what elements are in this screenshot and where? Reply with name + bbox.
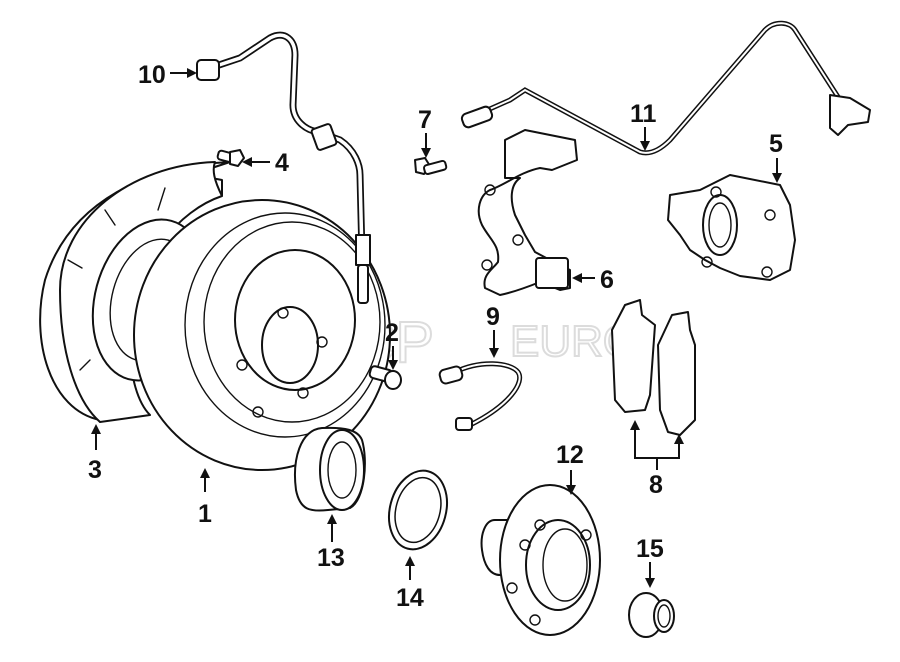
caliper[interactable] [667, 174, 796, 281]
callout-4[interactable]: 4 [275, 149, 289, 177]
callout-8[interactable]: 8 [649, 471, 663, 499]
callout-1[interactable]: 1 [198, 500, 212, 528]
callout-15[interactable]: 15 [636, 535, 664, 563]
callout-6[interactable]: 6 [600, 266, 614, 294]
callout-5[interactable]: 5 [769, 130, 783, 158]
callout-3[interactable]: 3 [88, 456, 102, 484]
callout-11[interactable]: 11 [630, 100, 657, 128]
shield-bolt[interactable] [216, 149, 245, 167]
brake-hose[interactable] [196, 31, 371, 304]
rotor-screw[interactable] [368, 365, 402, 390]
callout-10[interactable]: 10 [138, 61, 166, 89]
caliper-bracket[interactable] [477, 129, 578, 296]
callout-2[interactable]: 2 [385, 319, 399, 347]
snap-ring[interactable] [381, 464, 456, 556]
callout-14[interactable]: 14 [396, 584, 424, 612]
axle-nut[interactable] [628, 592, 675, 638]
callout-labels: 10 4 7 11 5 6 2 9 3 1 13 14 12 8 15 [88, 61, 783, 612]
callout-9[interactable]: 9 [486, 303, 500, 331]
abs-sensor[interactable] [460, 20, 871, 156]
leader-lines [91, 68, 782, 588]
callout-7[interactable]: 7 [418, 106, 432, 134]
wheel-bearing[interactable] [294, 426, 366, 512]
pad-wear-sensor[interactable] [438, 361, 523, 431]
brake-rotor[interactable] [133, 199, 391, 471]
bracket-bolt[interactable] [414, 157, 448, 176]
callout-13[interactable]: 13 [317, 544, 345, 572]
callout-12[interactable]: 12 [556, 441, 584, 469]
wheel-hub[interactable] [480, 484, 601, 636]
brake-pads[interactable] [611, 299, 696, 436]
